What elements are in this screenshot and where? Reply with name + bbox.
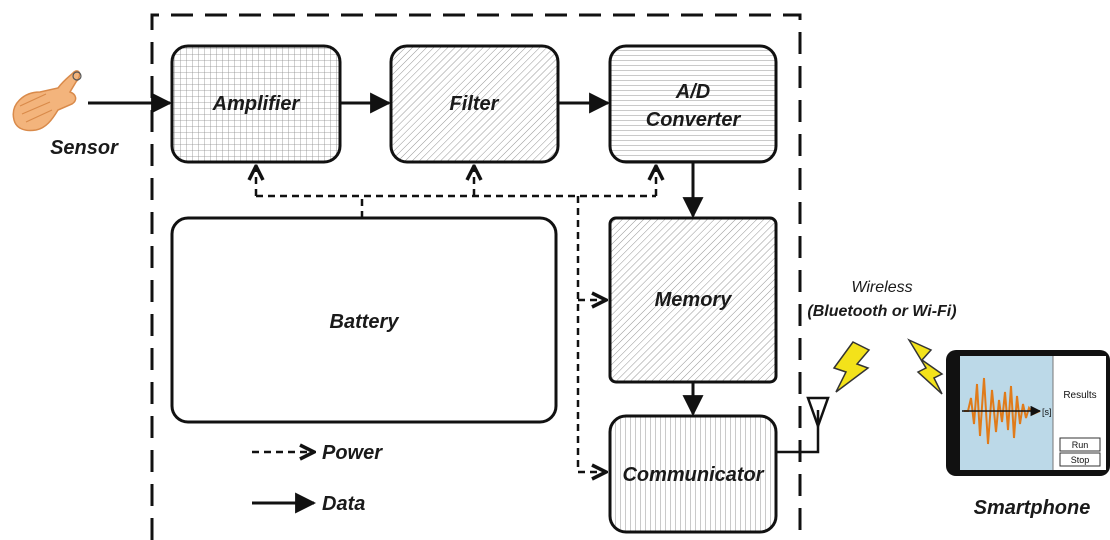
ad-converter-label-line2: Converter [646,109,742,131]
antenna-icon [776,396,830,454]
phone-run-button[interactable] [1059,437,1101,452]
legend: Power Data [252,442,383,515]
lightning-bolt-icon [832,341,871,393]
ad-converter-block [608,44,778,164]
phone-unit-label: [s] [1042,407,1052,417]
amplifier-label: Amplifier [212,93,301,115]
smartphone-icon: [s] Results Run Stop [946,350,1110,476]
sensor-label: Sensor [50,137,119,159]
phone-results-label: Results [1063,390,1096,401]
memory-label: Memory [655,289,733,311]
phone-signal-wave [964,377,1041,445]
device-boundary [150,13,802,540]
phone-stop-label: Stop [1071,455,1090,465]
battery-block [170,216,558,424]
lightning-bolt-icon [907,338,944,395]
phone-run-label: Run [1072,440,1089,450]
filter-label: Filter [450,93,500,115]
wireless-label-line1: Wireless [851,279,912,296]
battery-label: Battery [330,311,400,333]
sensor-hand-icon [12,70,82,132]
data-flow-arrows [88,92,704,417]
ad-converter-label-line1: A/D [675,81,710,103]
legend-data-label: Data [322,493,365,515]
smartphone-label: Smartphone [974,497,1091,519]
wireless-label-line2: (Bluetooth or Wi-Fi) [807,303,956,320]
communicator-label: Communicator [622,464,764,486]
legend-power-label: Power [322,442,383,464]
phone-stop-button[interactable] [1059,452,1101,467]
power-flow-lines [256,166,656,472]
